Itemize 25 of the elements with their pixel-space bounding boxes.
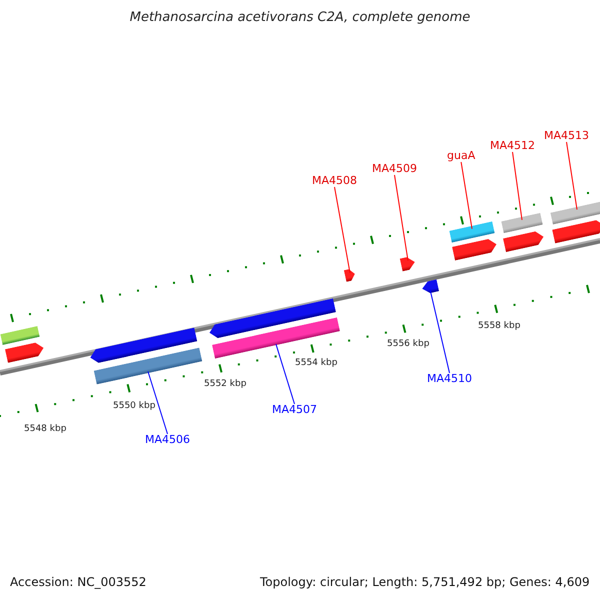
- gene-label: MA4510: [427, 372, 472, 385]
- leader-line: [334, 186, 350, 274]
- leader-line: [460, 162, 472, 230]
- scale-label: 5552 kbp: [204, 379, 246, 389]
- gene-label: MA4513: [544, 129, 590, 142]
- gene-label: MA4506: [145, 433, 190, 446]
- scale-label: 5556 kbp: [387, 339, 430, 349]
- gene-label: MA4508: [312, 174, 358, 187]
- scale-label: 5548 kbp: [24, 424, 66, 434]
- leader-line: [430, 288, 450, 374]
- leader-line: [512, 152, 522, 220]
- leader-line: [276, 344, 295, 404]
- leader-line: [148, 371, 168, 434]
- title: Methanosarcina acetivorans C2A, complete genome: [130, 10, 470, 25]
- footer-text: Topology: circular; Length: 5,751,492 bp; Genes: 4,609: [260, 575, 590, 589]
- gene-label: MA4512: [490, 139, 536, 152]
- scale-label: 5554 kbp: [295, 358, 338, 368]
- scale-label: 5558 kbp: [478, 321, 520, 331]
- leader-line: [566, 142, 578, 210]
- leader-line: [394, 174, 408, 262]
- footer-text: Accession: NC_003552: [10, 575, 146, 589]
- gene-label: MA4509: [372, 162, 418, 175]
- gene-label: MA4507: [272, 403, 318, 416]
- gene-label: guaA: [447, 149, 476, 162]
- scale-label: 5550 kbp: [113, 401, 156, 411]
